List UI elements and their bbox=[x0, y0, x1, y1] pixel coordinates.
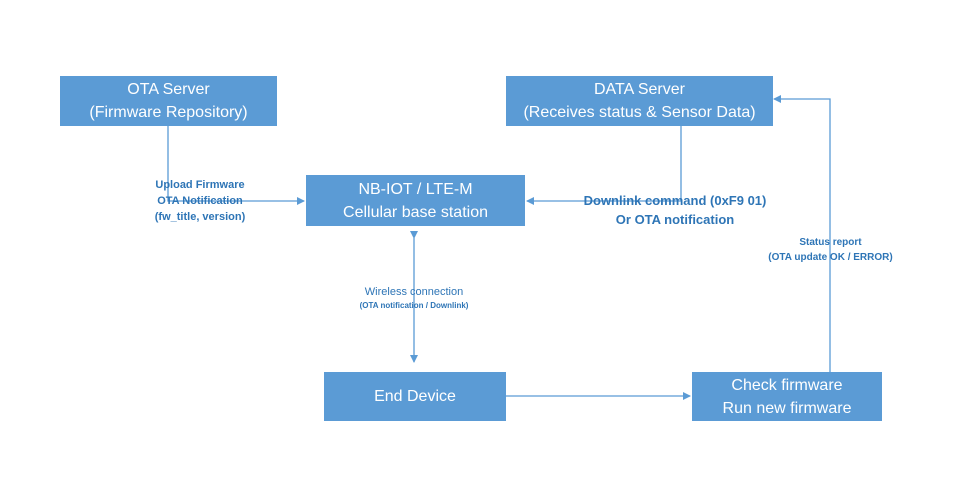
wireless-label-line2: (OTA notification / Downlink) bbox=[359, 301, 469, 310]
downlink-label: Downlink command (0xF9 01) Or OTA notifi… bbox=[562, 191, 788, 229]
base-station-box: NB-IOT / LTE-M Cellular base station bbox=[306, 175, 525, 226]
downlink-label-line2: Or OTA notification bbox=[615, 212, 735, 227]
status-label-line1: Status report bbox=[799, 237, 862, 248]
data-server-subtitle: (Receives status & Sensor Data) bbox=[523, 104, 756, 121]
check-firmware-line2: Run new firmware bbox=[722, 399, 852, 417]
upload-label-line3: (fw_title, version) bbox=[154, 211, 246, 223]
upload-label: Upload Firmware OTA Notification (fw_tit… bbox=[120, 177, 280, 225]
end-device-box: End Device bbox=[324, 372, 506, 421]
status-label: Status report (OTA update OK / ERROR) bbox=[748, 235, 913, 265]
ota-server-title: OTA Server bbox=[127, 81, 210, 98]
status-label-line2: (OTA update OK / ERROR) bbox=[768, 252, 893, 263]
check-firmware-line1: Check firmware bbox=[731, 376, 843, 394]
downlink-label-line1: Downlink command (0xF9 01) bbox=[583, 193, 767, 208]
wireless-label: Wireless connection (OTA notification / … bbox=[328, 285, 500, 312]
wireless-label-line1: Wireless connection bbox=[364, 286, 464, 298]
downlink-arrow bbox=[526, 126, 682, 205]
upload-label-line1: Upload Firmware bbox=[155, 179, 245, 191]
end-device-title: End Device bbox=[374, 388, 456, 405]
data-server-title: DATA Server bbox=[594, 81, 685, 98]
upload-arrow bbox=[167, 126, 305, 205]
ota-server-subtitle: (Firmware Repository) bbox=[89, 104, 248, 121]
data-server-box: DATA Server (Receives status & Sensor Da… bbox=[506, 76, 773, 126]
upload-label-line2: OTA Notification bbox=[157, 195, 243, 207]
ota-server-box: OTA Server (Firmware Repository) bbox=[60, 76, 277, 126]
base-station-title: NB-IOT / LTE-M bbox=[358, 180, 473, 198]
check-firmware-box: Check firmware Run new firmware bbox=[692, 372, 882, 421]
status-arrow bbox=[773, 95, 831, 372]
base-station-subtitle: Cellular base station bbox=[343, 203, 488, 221]
